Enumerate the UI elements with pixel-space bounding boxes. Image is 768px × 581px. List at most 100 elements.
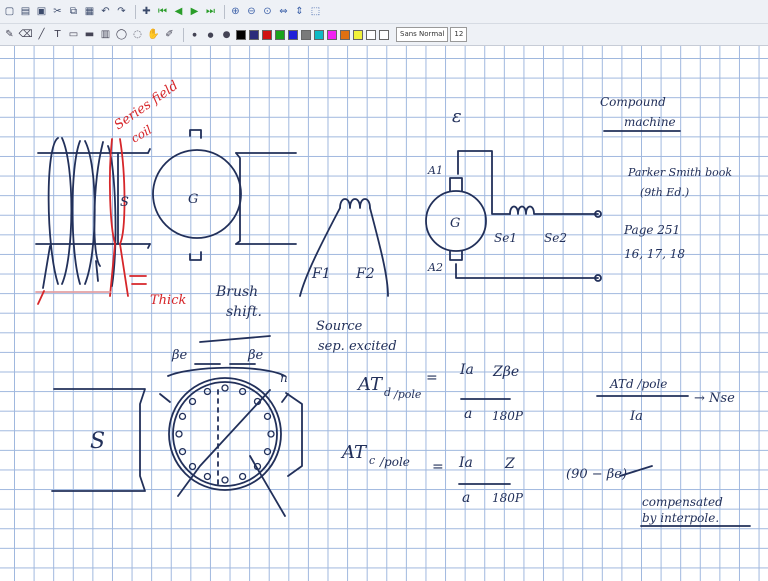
pages-label: 16, 17, 18 <box>624 247 685 261</box>
select-icon[interactable]: ⬚ <box>310 6 321 17</box>
beta-e-right: βe <box>247 348 264 363</box>
shape-icon[interactable]: ◯ <box>115 29 128 40</box>
new-icon[interactable]: ▢ <box>4 6 15 17</box>
zoom-fit-icon[interactable]: ⊙ <box>263 6 272 17</box>
conductor-mark <box>203 387 212 396</box>
a1-label: A1 <box>427 164 443 177</box>
coil-label: coil <box>129 123 155 146</box>
conductor-mark <box>221 476 229 484</box>
sep-excited-label: sep. excited <box>318 339 397 354</box>
toolbar-separator <box>135 4 136 19</box>
eraser-icon[interactable]: ⌫ <box>18 29 33 40</box>
color-swatch[interactable] <box>366 29 376 40</box>
open-icon[interactable]: ▤ <box>20 6 31 17</box>
compensated-label: compensated <box>642 495 723 509</box>
copy-icon[interactable]: ⧉ <box>69 6 78 17</box>
lasso-icon[interactable]: ◌ <box>133 29 142 40</box>
s-bottom-label: S <box>90 429 105 454</box>
color-swatch[interactable] <box>288 29 298 40</box>
color-swatch[interactable] <box>314 29 324 40</box>
zoom-height-icon[interactable]: ⇕ <box>295 6 304 17</box>
p180-1: 180P <box>492 409 524 423</box>
font-selector[interactable]: Sans Normal <box>396 27 449 42</box>
pen-size-small-icon[interactable]: ● <box>192 31 197 38</box>
book-label: Parker Smith book <box>627 166 732 179</box>
compound-label: Compound <box>600 95 666 109</box>
conductor-mark <box>175 430 183 438</box>
atc-label: AT <box>340 442 368 463</box>
ia-bottom: Ia <box>629 409 643 424</box>
color-swatch[interactable] <box>262 29 272 40</box>
conductor-mark <box>203 472 212 481</box>
atd-label: AT <box>356 374 384 395</box>
undo-icon[interactable]: ↶ <box>101 6 110 17</box>
machine-label: machine <box>624 115 676 129</box>
ia-2: Ia <box>458 455 473 471</box>
a2-label: A2 <box>427 261 443 274</box>
conductor-mark <box>253 397 262 406</box>
conductor-mark <box>188 462 197 471</box>
beta-e-left: βe <box>171 348 188 363</box>
cut-icon[interactable]: ✂ <box>53 6 62 17</box>
color-swatch[interactable] <box>379 29 389 40</box>
s-left-label: S <box>120 195 129 210</box>
pen-size-medium-icon[interactable]: ● <box>207 30 214 39</box>
f1-label: F1 <box>311 266 331 282</box>
conductor-mark <box>178 412 187 421</box>
color-swatch[interactable] <box>301 29 311 40</box>
whiteboard-canvas[interactable]: Series field coil Thick S G Brush shift.… <box>0 46 768 581</box>
epsilon-label: ε <box>452 106 462 127</box>
text-icon[interactable]: T <box>54 29 61 40</box>
color-swatch[interactable] <box>275 29 285 40</box>
conductor-mark <box>253 462 262 471</box>
paste-icon[interactable]: ▦ <box>84 6 95 17</box>
prev-page-icon[interactable]: ◀ <box>174 6 183 17</box>
zoom-in-icon[interactable]: ⊕ <box>231 6 240 17</box>
brush-label: Brush <box>215 284 258 300</box>
toolbar-separator <box>183 27 184 42</box>
hand-icon[interactable]: ✋ <box>147 29 160 40</box>
ruler-icon[interactable]: ▥ <box>100 29 111 40</box>
conductor-mark <box>267 430 275 438</box>
f2-label: F2 <box>355 266 375 282</box>
p180-2: 180P <box>492 491 524 505</box>
se2-label: Se2 <box>544 231 567 245</box>
conductor-mark <box>178 447 187 456</box>
color-swatch[interactable] <box>353 29 363 40</box>
redo-icon[interactable]: ↷ <box>117 6 126 17</box>
line-icon[interactable]: ╱ <box>38 29 45 40</box>
last-page-icon[interactable]: ⏭ <box>206 6 215 17</box>
main-toolbar: ▢ ▤ ▣ ✂ ⧉ ▦ ↶ ↷ ✚ ⏮ ◀ ▶ ⏭ ⊕ ⊖ ⊙ ⇔ ⇕ ⬚ <box>0 0 768 24</box>
color-swatch[interactable] <box>249 29 259 40</box>
n-label: n <box>280 371 288 385</box>
pole-label-2: /pole <box>379 455 410 469</box>
color-swatch[interactable] <box>340 29 350 40</box>
first-page-icon[interactable]: ⏮ <box>158 6 167 17</box>
shift-label: shift. <box>226 304 262 320</box>
atd-sub: d <box>384 386 391 399</box>
nse-label: → Nse <box>694 391 735 406</box>
toolbar-separator <box>224 4 225 19</box>
ink-layer: Series field coil Thick S G Brush shift.… <box>35 78 751 527</box>
save-icon[interactable]: ▣ <box>36 6 47 17</box>
atd-pole-top: ATd /pole <box>609 377 667 391</box>
se1-label: Se1 <box>494 231 517 245</box>
next-page-icon[interactable]: ▶ <box>190 6 199 17</box>
conductor-mark <box>263 447 272 456</box>
color-swatch[interactable] <box>327 29 337 40</box>
pen-tool-icon[interactable]: ✐ <box>165 29 174 40</box>
pen-size-large-icon[interactable]: ● <box>222 29 231 40</box>
a-1: a <box>464 406 472 422</box>
pen-icon[interactable]: ✎ <box>5 29 14 40</box>
conductor-mark <box>238 387 247 396</box>
zoom-out-icon[interactable]: ⊖ <box>247 6 256 17</box>
bracket-term: (90 − βe) <box>566 467 627 482</box>
font-size-selector[interactable]: 12 <box>450 27 468 42</box>
insert-page-icon[interactable]: ✚ <box>142 6 151 17</box>
conductor-mark <box>238 472 247 481</box>
color-swatch[interactable] <box>236 29 246 40</box>
highlighter-icon[interactable]: ▬ <box>84 29 95 40</box>
image-icon[interactable]: ▭ <box>68 29 79 40</box>
zoom-width-icon[interactable]: ⇔ <box>279 6 288 17</box>
